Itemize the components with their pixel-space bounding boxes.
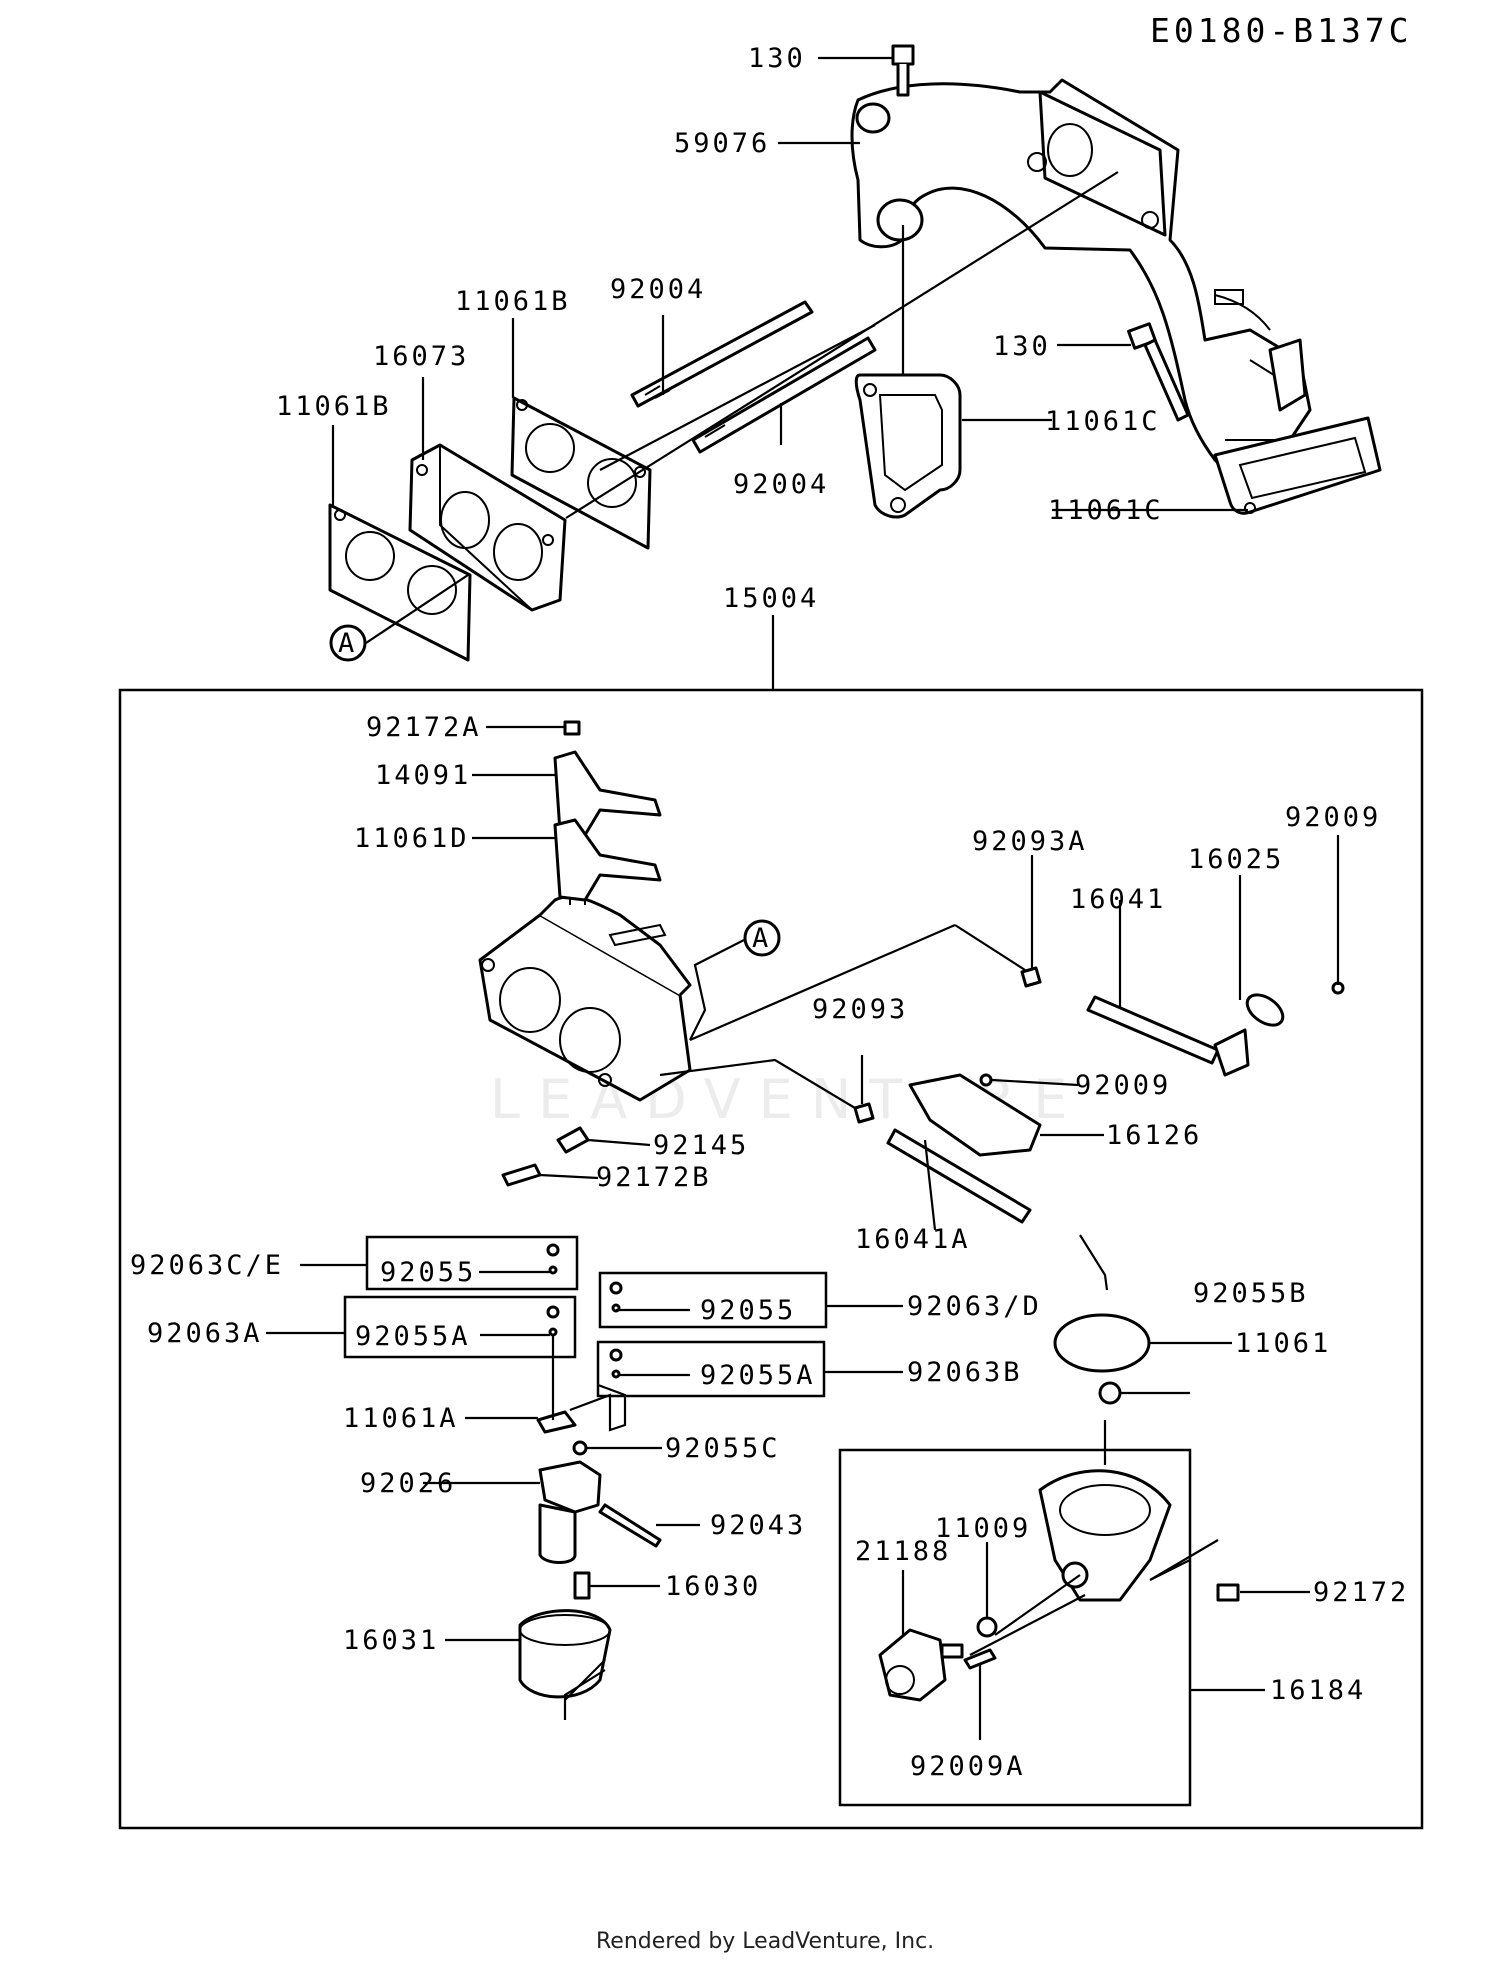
solenoid-21188 [878,1628,964,1702]
oring-11061 [1053,1313,1151,1373]
label-92093: 92093 [812,994,908,1025]
stud-92004-lower [691,336,877,454]
label-16126: 16126 [1106,1120,1202,1151]
plate-16025 [1245,993,1285,1027]
gasket-11061b-lower [328,503,472,662]
washer-11009 [976,1616,998,1638]
label-92009-lower: 92009 [1075,1070,1171,1101]
insulator-16073 [408,443,567,612]
label-92055c: 92055C [665,1433,781,1464]
label-11061a: 11061A [343,1403,459,1434]
box-92063d [598,1271,828,1329]
label-92063a: 92063A [147,1318,263,1349]
callout-a-body: A [743,919,781,957]
gasket-11061b-upper [510,396,652,550]
assembly-frame-15004 [118,688,1424,1830]
screw-92009a [963,1648,997,1670]
float-16031 [518,1609,612,1701]
label-92009a: 92009A [910,1751,1026,1782]
diagram-code: E0180-B137C [1150,11,1413,50]
callout-a-top: A [329,624,367,662]
footer-credit: Rendered by LeadVenture, Inc. [596,1929,934,1954]
label-92172a: 92172A [366,712,482,743]
label-130-top: 130 [748,43,806,74]
gasket-11061d [553,818,662,902]
label-92063b: 92063B [907,1357,1023,1388]
choke-shaft-16041a [886,1128,1032,1224]
gasket-11061c [854,373,962,519]
label-92093a: 92093A [972,826,1088,857]
label-11061: 11061 [1235,1328,1331,1359]
nut-92093a [1020,966,1042,988]
bolt-130-mid [1127,322,1190,422]
label-59076: 59076 [674,128,770,159]
label-16041a: 16041A [855,1224,971,1255]
label-92004-upper: 92004 [610,274,706,305]
gasket-11061c-right [1213,416,1382,515]
label-92055b: 92055B [1193,1278,1309,1309]
label-92004-lower: 92004 [733,469,829,500]
label-92043: 92043 [710,1510,806,1541]
screw-92172b [501,1163,542,1187]
screw-92172 [1216,1583,1240,1602]
label-92172: 92172 [1313,1577,1409,1608]
label-92055-right: 92055 [700,1295,796,1326]
label-16041: 16041 [1070,884,1166,915]
box-92063ce [365,1235,579,1291]
label-14091: 14091 [375,760,471,791]
box-16184 [838,1448,1192,1807]
label-11061d: 11061D [354,823,470,854]
label-92172b: 92172B [596,1162,712,1193]
box-92063b [596,1340,826,1398]
label-92026: 92026 [360,1468,456,1499]
label-11061c-upper: 11061C [1045,406,1161,437]
label-16184: 16184 [1270,1675,1366,1706]
intake-manifold-illustration [850,78,1312,472]
label-21188: 21188 [855,1536,951,1567]
label-11061c-lower: 11061C [1048,495,1164,526]
bolt-130-top [891,44,915,97]
choke-plate-16126 [908,1073,1042,1157]
float-bowl-illustration [1038,1469,1172,1602]
screw-92009-lower [979,1073,993,1087]
carburetor-body-illustration [478,879,692,1102]
label-16073: 16073 [373,341,469,372]
spring-92145 [556,1126,590,1154]
label-130-mid: 130 [993,331,1051,362]
box-92063a [343,1295,577,1359]
jet-assembly-92026 [536,1410,662,1600]
svg-text:A: A [338,628,357,659]
part-labels: 130 59076 11061B 92004 16073 11061B 130 … [130,43,1409,1782]
label-11061b-upper: 11061B [455,286,571,317]
screw-92172a [563,720,581,736]
label-92055-left: 92055 [380,1257,476,1288]
label-15004: 15004 [723,583,819,614]
label-16025: 16025 [1188,844,1284,875]
washer-92055b [1098,1381,1122,1405]
label-92009-upper: 92009 [1285,802,1381,833]
label-92063ce: 92063C/E [130,1250,284,1281]
shaft-16041 [1086,995,1220,1065]
label-92145: 92145 [653,1130,749,1161]
label-92055a-right: 92055A [700,1360,816,1391]
svg-text:A: A [752,923,771,954]
label-11009: 11009 [935,1513,1031,1544]
nut-92093 [853,1102,875,1124]
label-92063d: 92063/D [907,1291,1042,1322]
label-92055a-left: 92055A [355,1321,471,1352]
label-11061b-lower: 11061B [276,391,392,422]
label-16030: 16030 [665,1571,761,1602]
leader-lines [266,56,1340,1740]
label-16031: 16031 [343,1625,439,1656]
